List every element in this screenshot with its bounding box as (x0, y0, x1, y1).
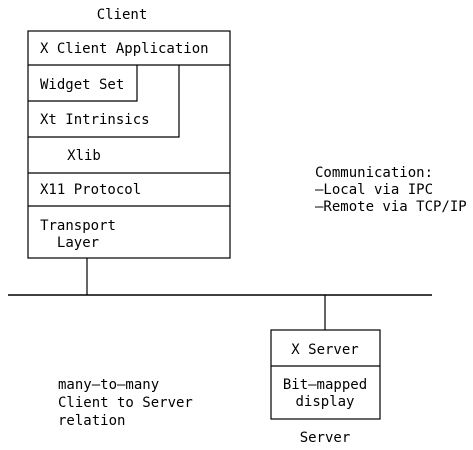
widget-set-box (28, 65, 138, 102)
communication-heading: Communication: (315, 165, 433, 181)
bitmapped-display-line1: Bit—mapped (283, 377, 367, 393)
client-title: Client (97, 7, 148, 23)
x11-protocol-label: X11 Protocol (40, 182, 141, 198)
transport-label-line2: Layer (57, 235, 99, 251)
x-client-application-label: X Client Application (40, 41, 209, 57)
widget-set-label: Widget Set (40, 77, 124, 93)
xlib-label: Xlib (67, 148, 101, 164)
communication-remote: —Remote via TCP/IP (315, 199, 467, 215)
server-box (270, 329, 381, 420)
relation-line2: Client to Server (58, 395, 193, 411)
bitmapped-display-line2: display (295, 394, 354, 410)
transport-label-line1: Transport (40, 218, 116, 234)
xt-intrinsics-label: Xt Intrinsics (40, 112, 150, 128)
communication-local: —Local via IPC (315, 182, 433, 198)
client-stack-box (27, 30, 231, 259)
xt-intrinsics-box (28, 65, 180, 138)
relation-line3: relation (58, 413, 125, 429)
server-caption: Server (300, 430, 351, 446)
x-server-label: X Server (291, 342, 358, 358)
relation-line1: many—to—many (58, 377, 159, 393)
